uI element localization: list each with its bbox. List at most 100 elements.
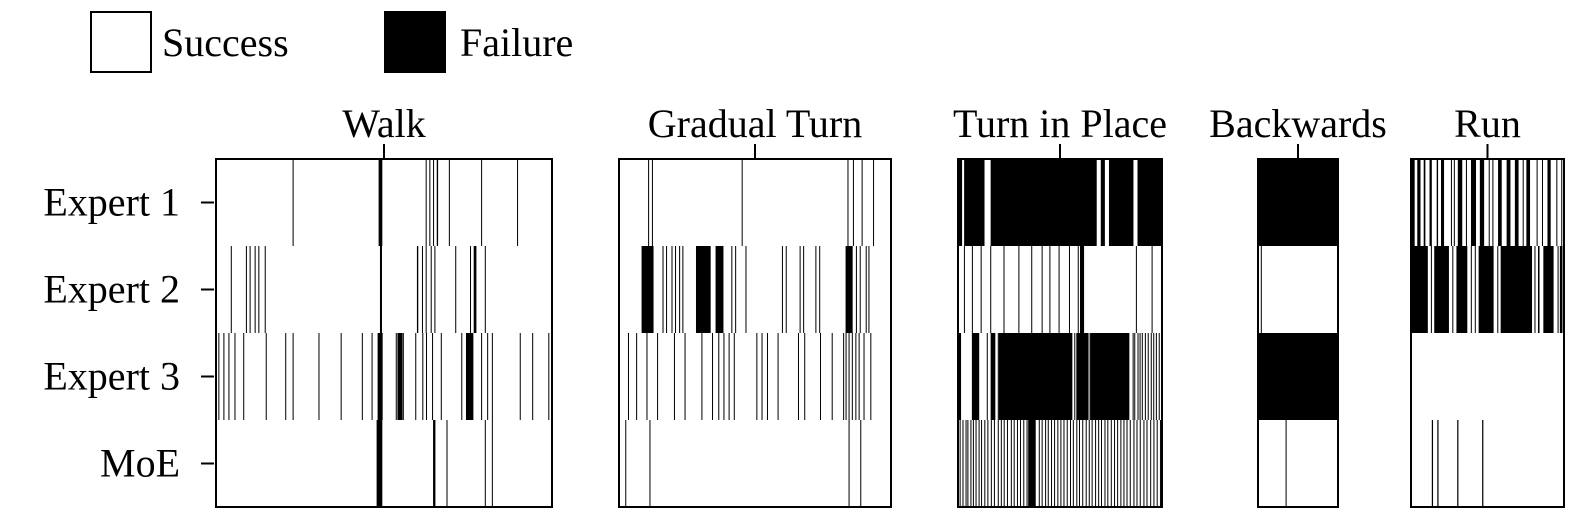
failure-mark: [981, 420, 983, 507]
failure-mark: [1440, 159, 1445, 246]
failure-mark: [1153, 420, 1155, 507]
failure-mark: [1470, 159, 1477, 246]
legend-failure-label: Failure: [460, 20, 573, 65]
failure-mark: [1137, 333, 1139, 420]
failure-mark: [965, 420, 967, 507]
panel: Gradual Turn: [618, 101, 892, 508]
failure-mark: [1098, 420, 1100, 507]
failure-mark: [1129, 420, 1131, 507]
failure-mark: [1013, 420, 1015, 507]
failure-mark: [712, 333, 714, 420]
failure-mark: [377, 333, 383, 420]
failure-mark: [1134, 333, 1136, 420]
failure-mark: [1141, 333, 1143, 420]
failure-mark: [473, 246, 477, 333]
failure-mark: [1016, 420, 1018, 507]
failure-mark: [1088, 420, 1090, 507]
failure-mark: [1430, 246, 1432, 333]
failure-mark: [980, 246, 982, 333]
failure-mark: [245, 246, 247, 333]
failure-mark: [415, 333, 417, 420]
failure-mark: [851, 333, 853, 420]
failure-mark: [803, 246, 805, 333]
failure-mark: [682, 246, 684, 333]
failure-mark: [402, 333, 404, 420]
failure-mark: [1411, 159, 1415, 246]
failure-mark: [548, 333, 550, 420]
failure-mark: [987, 420, 989, 507]
failure-mark: [1090, 333, 1130, 420]
failure-mark: [993, 420, 995, 507]
failure-mark: [218, 333, 220, 420]
failure-mark: [378, 159, 383, 246]
failure-mark: [785, 246, 787, 333]
failure-mark: [990, 246, 992, 333]
failure-mark: [361, 333, 363, 420]
failure-mark: [843, 333, 845, 420]
failure-mark: [718, 333, 720, 420]
failure-mark: [1155, 333, 1157, 420]
failure-mark: [859, 246, 861, 333]
failure-mark: [990, 420, 992, 507]
failure-mark: [728, 333, 730, 420]
failure-mark: [1110, 420, 1112, 507]
failure-mark: [1143, 420, 1145, 507]
failure-mark: [1041, 420, 1043, 507]
failure-mark: [671, 246, 673, 333]
failure-mark: [1003, 420, 1005, 507]
failure-mark: [1058, 246, 1060, 333]
failure-mark: [465, 333, 474, 420]
failure-mark: [781, 246, 783, 333]
failure-mark: [446, 420, 448, 507]
failure-mark: [1108, 159, 1134, 246]
failure-mark: [963, 246, 965, 333]
failure-mark: [1066, 420, 1068, 507]
failure-mark: [1482, 420, 1484, 507]
panel-frame: [1257, 158, 1339, 508]
failure-mark: [1411, 246, 1428, 333]
failure-mark: [723, 333, 725, 420]
failure-mark: [487, 333, 489, 420]
failure-mark: [1159, 420, 1161, 507]
failure-mark: [1537, 246, 1540, 333]
failure-mark: [756, 333, 758, 420]
failure-mark: [1139, 420, 1141, 507]
failure-mark: [1150, 420, 1152, 507]
failure-mark: [1452, 246, 1454, 333]
failure-mark: [1153, 333, 1155, 420]
failure-mark: [1114, 420, 1116, 507]
failure-mark: [1479, 159, 1485, 246]
failure-mark: [491, 420, 493, 507]
failure-mark: [1556, 159, 1558, 246]
failure-mark: [861, 159, 863, 246]
failure-mark: [1023, 420, 1025, 507]
failure-mark: [1026, 420, 1028, 507]
failure-mark: [1031, 246, 1033, 333]
failure-mark: [1474, 246, 1476, 333]
failure-mark: [641, 246, 654, 333]
row-label: MoE: [100, 441, 180, 486]
failure-mark: [1020, 420, 1022, 507]
failure-mark: [975, 420, 977, 507]
failure-mark: [848, 420, 850, 507]
failure-mark: [847, 159, 849, 246]
failure-mark: [1107, 420, 1109, 507]
failure-mark: [429, 159, 431, 246]
failure-mark: [285, 333, 287, 420]
failure-mark: [1450, 159, 1452, 246]
failure-mark: [318, 333, 320, 420]
failure-mark: [254, 246, 256, 333]
failure-mark: [1285, 420, 1287, 507]
panel: Turn in Place: [953, 101, 1167, 508]
failure-mark: [481, 333, 483, 420]
failure-mark: [1543, 246, 1554, 333]
failure-mark: [863, 333, 865, 420]
failure-mark: [1054, 420, 1056, 507]
failure-mark: [959, 420, 961, 507]
failure-mark: [662, 246, 664, 333]
panel: Walk: [215, 101, 553, 508]
failure-mark: [870, 333, 872, 420]
failure-mark: [440, 333, 442, 420]
